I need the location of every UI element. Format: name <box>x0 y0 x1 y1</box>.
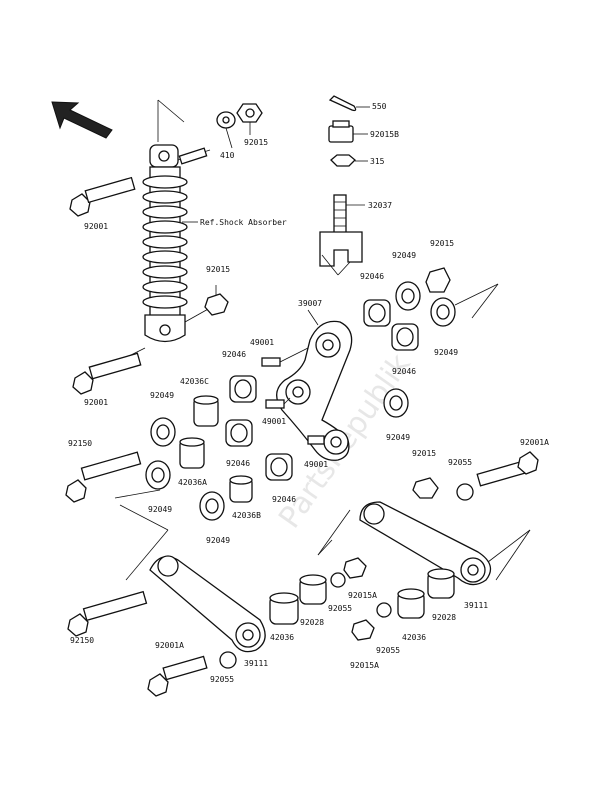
bearing-92046-c <box>229 375 257 403</box>
nut-92015A-a <box>343 557 367 579</box>
tie-rod-39111-left <box>149 555 266 653</box>
bolt-92001A-left <box>147 655 208 697</box>
nut-92015B <box>328 120 368 143</box>
label-42036-a: 42036 <box>270 633 294 642</box>
label-410: 410 <box>220 151 235 160</box>
nut-315 <box>330 154 368 167</box>
front-arrow-icon <box>51 101 113 139</box>
label-92028-a: 92028 <box>300 618 324 627</box>
label-39111-a: 39111 <box>244 659 268 668</box>
bearing-92028-b <box>427 568 455 599</box>
label-92046-d: 92046 <box>226 459 250 468</box>
label-92015-shock: 92015 <box>206 265 230 274</box>
bearing-92046-a <box>363 299 391 327</box>
label-92046-a: 92046 <box>360 272 384 281</box>
bearing-92049-b <box>430 297 456 327</box>
label-92049-e: 92049 <box>148 505 172 514</box>
collar-42036C <box>193 395 219 427</box>
label-92055-a: 92055 <box>448 458 472 467</box>
label-32037: 32037 <box>368 201 392 210</box>
label-92015A-b: 92015A <box>350 661 379 670</box>
label-92055-d: 92055 <box>376 646 400 655</box>
label-92001A-left: 92001A <box>155 641 184 650</box>
oring-92055-d <box>376 602 392 618</box>
label-42036C: 42036C <box>180 377 209 386</box>
collar-42036A <box>179 437 205 469</box>
label-92046-b: 92046 <box>392 367 416 376</box>
label-92001A-right: 92001A <box>520 438 549 447</box>
nut-92015-shock <box>204 293 229 316</box>
label-315: 315 <box>370 157 385 166</box>
label-92015A-a: 92015A <box>348 591 377 600</box>
label-92028-b: 92028 <box>432 613 456 622</box>
label-49001-a: 49001 <box>250 338 274 347</box>
label-42036B: 42036B <box>232 511 261 520</box>
label-92015-top: 92015 <box>244 138 268 147</box>
label-92015-c: 92015 <box>412 449 436 458</box>
label-92015-b: 92015 <box>430 239 454 248</box>
bearing-92049-e <box>145 460 171 490</box>
bolt-92001-mid <box>72 352 142 395</box>
label-ref-shock-absorber: Ref.Shock Absorber <box>200 218 287 227</box>
label-550: 550 <box>372 102 387 111</box>
label-39111-b: 39111 <box>464 601 488 610</box>
label-42036-b: 42036 <box>402 633 426 642</box>
collar-42036B <box>229 475 253 503</box>
bolt-92001A-right <box>476 451 539 487</box>
bearing-92049-c <box>383 388 409 418</box>
bolt-92150-a <box>65 451 142 503</box>
bearing-92046-b <box>391 323 419 351</box>
grease-nipple-49001-b <box>265 397 291 409</box>
bolt-92150-b <box>67 590 148 637</box>
nut-92015-c <box>412 477 439 499</box>
oring-92055-b <box>330 572 346 588</box>
label-92015B: 92015B <box>370 130 399 139</box>
grease-nipple-49001-c <box>307 435 325 445</box>
shock-absorber <box>124 99 211 359</box>
rocker-arm-39007 <box>276 309 353 461</box>
label-49001-c: 49001 <box>304 460 328 469</box>
grease-nipple-49001-a <box>261 347 309 367</box>
collar-42036-a <box>269 592 299 625</box>
nut-92015-b <box>425 267 451 293</box>
tie-rod-39111-right <box>359 501 492 586</box>
label-92150-a: 92150 <box>68 439 92 448</box>
label-92049-b: 92049 <box>434 348 458 357</box>
label-92046-e: 92046 <box>272 495 296 504</box>
bolt-92001-top <box>69 176 136 217</box>
label-92049-c: 92049 <box>150 391 174 400</box>
bearing-92049-f <box>199 491 225 521</box>
label-39007: 39007 <box>298 299 322 308</box>
label-92049-d: 92049 <box>386 433 410 442</box>
label-92001-mid: 92001 <box>84 398 108 407</box>
bearing-92049-a <box>395 281 421 311</box>
oring-92055-a <box>456 483 474 501</box>
label-42036A: 42036A <box>178 478 207 487</box>
label-92055-c: 92055 <box>210 675 234 684</box>
label-92001-top: 92001 <box>84 222 108 231</box>
label-92049-a: 92049 <box>392 251 416 260</box>
nut-92015A-b <box>351 619 375 641</box>
bracket-32037 <box>319 194 365 276</box>
label-92049-f: 92049 <box>206 536 230 545</box>
label-92150-b: 92150 <box>70 636 94 645</box>
collar-42036-b <box>397 588 425 619</box>
bearing-92046-e <box>265 453 293 481</box>
oring-92055-c <box>219 651 237 669</box>
label-92055-b: 92055 <box>328 604 352 613</box>
cotter-pin-550 <box>328 95 357 112</box>
bearing-92049-d <box>150 417 176 447</box>
label-92046-c: 92046 <box>222 350 246 359</box>
label-49001-b: 49001 <box>262 417 286 426</box>
bearing-92046-d <box>225 419 253 447</box>
bearing-92028-a <box>299 574 327 605</box>
